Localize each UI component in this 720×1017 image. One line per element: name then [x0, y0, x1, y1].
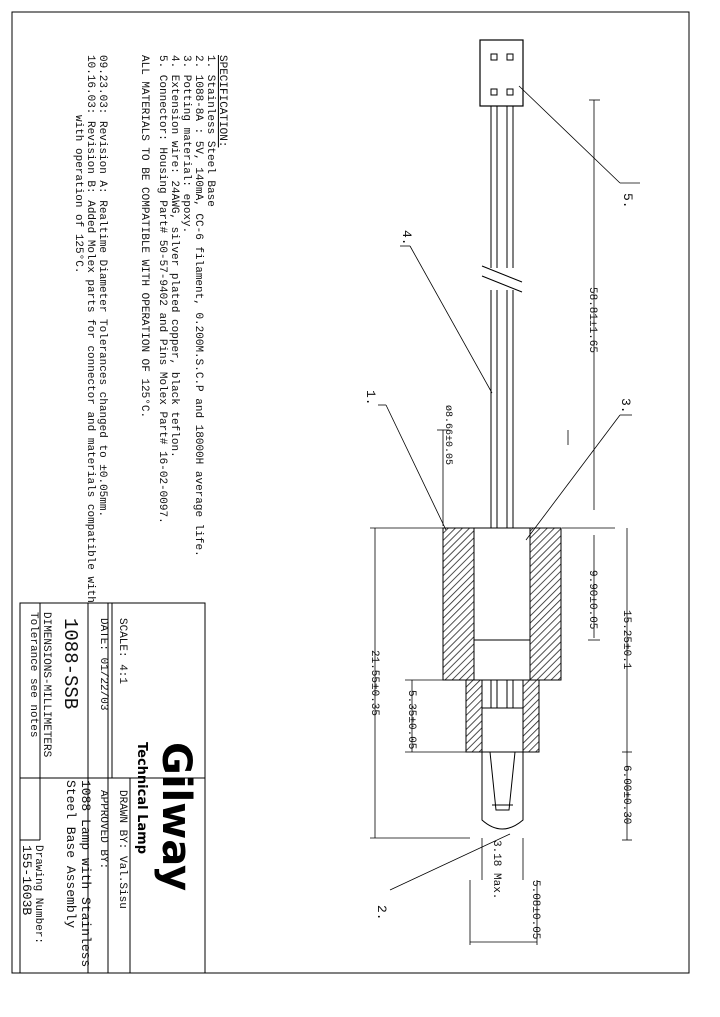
tb-title-line1: 1088 Lamp with Stainless — [78, 780, 93, 967]
dim-lamp-dia: 5.08±0.05 — [529, 880, 541, 939]
revision-b: 10.16.03: Revision B: Added Molex parts … — [84, 55, 96, 603]
spec-line-2: 2. 1088-8A : 5V, 140mA, CC-6 filament, 0… — [192, 55, 204, 557]
tb-date: DATE: 01/22/03 — [97, 618, 109, 710]
logo-sub: Technical Lamp — [134, 742, 149, 854]
tb-drawn-by: DRAWN BY: Val.Sisu — [116, 790, 128, 909]
gilway-logo: Gilway Technical Lamp — [134, 742, 199, 891]
sheet-border — [11, 11, 690, 974]
callout-3: 3. — [618, 398, 633, 414]
logo-name: Gilway — [153, 742, 199, 891]
dim-base-length: 15.25±0.1 — [620, 610, 632, 670]
tb-scale: SCALE: 4:1 — [116, 618, 128, 684]
tb-title-line2: Steel Base Assembly — [63, 780, 78, 928]
lamp-bulb — [481, 751, 524, 830]
title-block — [19, 602, 206, 974]
callout-1: 1. — [363, 390, 378, 406]
dim-lamp-length: 6.00±0.30 — [620, 765, 632, 824]
dim-bore-depth: 9.90±0.05 — [586, 570, 598, 629]
dimension-lines — [370, 99, 632, 945]
dim-step: 5.35±0.05 — [405, 690, 417, 749]
revision-a: 09.23.03: Revision A: Realtime Diameter … — [96, 55, 108, 517]
dim-diameter: ø8.66±0.05 — [442, 405, 453, 465]
spec-line-4: 4. Extension wire: 24AWG, silver plated … — [168, 55, 180, 458]
spec-line-1: 1. Stainless Steel Base — [204, 55, 216, 207]
callout-2: 2. — [374, 905, 389, 921]
revision-b-cont: with operation of 125°C. — [72, 115, 84, 273]
dim-lamp-max: 3.18 Max. — [490, 840, 502, 899]
callout-4: 4. — [399, 230, 414, 246]
callout-5: 5. — [620, 193, 635, 209]
spec-heading: SPECIFICATION: — [216, 55, 228, 147]
break-marks — [481, 265, 523, 293]
tb-drawing-number: 155-1603B — [19, 845, 34, 915]
tb-part-number: 1088-SSB — [59, 618, 81, 709]
tb-units: DIMENSIONS-MILLIMETERS — [40, 612, 52, 758]
connector-housing — [479, 39, 524, 107]
tb-approved-by: APPROVED BY: — [97, 790, 109, 869]
stainless-base-section — [442, 527, 562, 753]
spec-compat: ALL MATERIALS TO BE COMPATIBLE WITH OPER… — [138, 55, 150, 418]
dim-lead-length: 58.81±1.65 — [586, 287, 598, 353]
revision-notes: 09.23.03: Revision A: Realtime Diameter … — [72, 55, 108, 603]
spec-line-3: 3. Potting material: epoxy. — [180, 55, 192, 233]
tb-drawing-label: Drawing Number: — [32, 845, 44, 944]
spec-line-5: 5. Connector: Housing Part# 50-57-9402 a… — [156, 55, 168, 524]
specification-notes: SPECIFICATION: 1. Stainless Steel Base 2… — [138, 55, 228, 557]
tb-tolerance: Tolerance see notes — [27, 612, 39, 737]
dim-overall: 21.55±0.35 — [368, 650, 380, 716]
callout-leaders — [378, 85, 640, 891]
